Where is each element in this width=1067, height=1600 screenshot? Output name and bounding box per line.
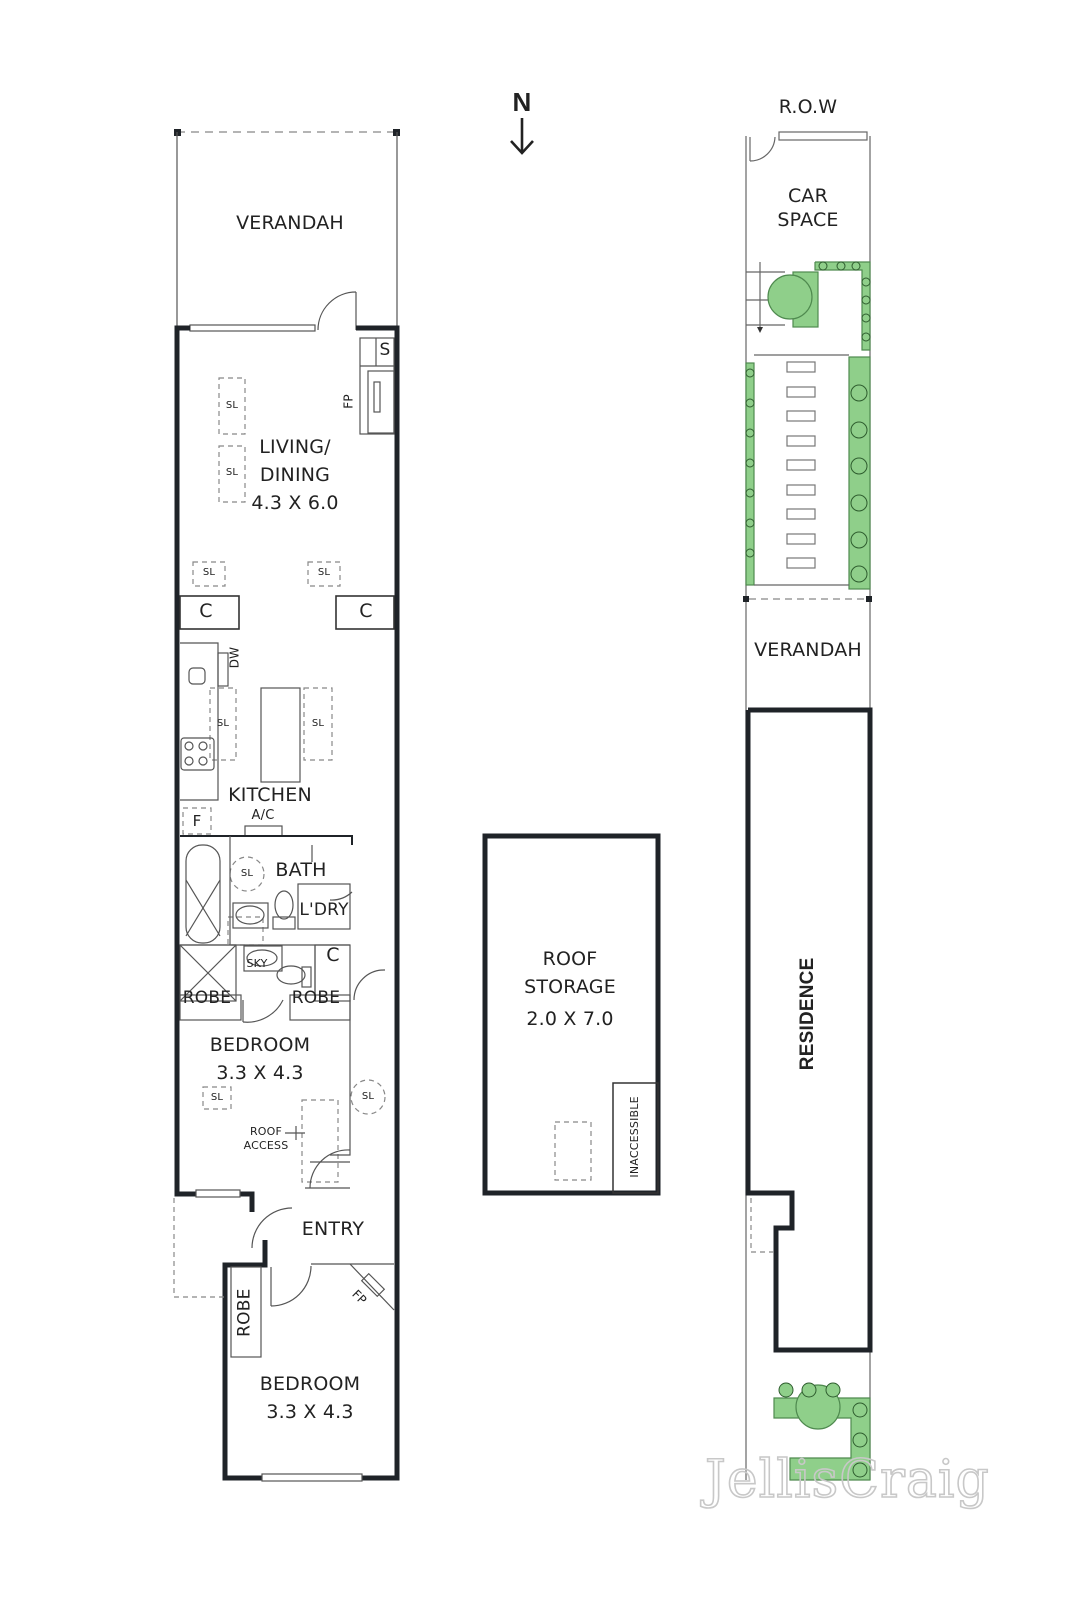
rear-bedroom-label: BEDROOM 3.3 X 4.3 [190,1034,330,1086]
north-arrow-icon [510,118,534,155]
car-space-line1: CAR [787,185,829,207]
roof-storage-name-1: ROOF [542,948,598,970]
rear-bedroom-dims: 3.3 X 4.3 [216,1061,304,1084]
air-conditioner-label: A/C [251,808,275,823]
brand-watermark: JellisCraig [704,1449,990,1511]
roof-access-line1: ROOF [249,1125,283,1138]
front-bedroom-dims: 3.3 X 4.3 [266,1400,354,1423]
robe-label: ROBE [234,1288,255,1337]
skylight-label: SL [202,567,216,578]
fireplace-label: FP [341,394,356,409]
living-room-name-2: DINING [259,463,331,486]
dishwasher-label: DW [227,646,242,669]
roof-storage-label: ROOF STORAGE 2.0 X 7.0 [500,948,640,1031]
skylight-label: SL [317,567,331,578]
residence-label: RESIDENCE [797,957,819,1071]
laundry-label: L'DRY [299,900,349,920]
store-label: S [379,340,391,360]
site-verandah-label: VERANDAH [754,639,862,661]
cupboard-label: C [359,600,373,622]
skylight-label: SL [311,718,325,729]
roof-storage-plan [482,833,661,1196]
front-verandah-label: VERANDAH [236,212,344,234]
roof-access-label: ROOF ACCESS [236,1125,296,1153]
site-plan [743,131,873,1481]
row-label: R.O.W [778,96,838,118]
roof-access-line2: ACCESS [243,1138,289,1152]
cupboard-label: C [199,600,213,622]
roof-storage-name-2: STORAGE [524,975,616,998]
cupboard-label: C [326,944,340,966]
front-bedroom-label: BEDROOM 3.3 X 4.3 [240,1373,380,1425]
compass-north-label: N [512,87,532,117]
rear-bedroom-name: BEDROOM [209,1034,311,1056]
fridge-label: F [192,812,202,830]
ground-floor-plan [174,129,400,332]
kitchen-label: KITCHEN [228,784,312,806]
living-room-name-1: LIVING/ [259,436,331,458]
bath-skylight-label: SL [240,868,254,879]
skylight-label: SL [216,718,230,729]
skylight-label: SL [361,1091,375,1102]
skylight-label: SL [210,1092,224,1103]
robe-label: ROBE [182,988,232,1008]
skylight-label: SL [225,467,239,478]
roof-storage-dims: 2.0 X 7.0 [526,1007,614,1030]
inaccessible-label: INACCESSIBLE [628,1096,642,1178]
car-space-line2: SPACE [777,208,839,231]
living-room-dims: 4.3 X 6.0 [251,491,339,514]
sky-label: SKY [246,957,268,970]
car-space-label: CAR SPACE [758,185,858,233]
entry-label: ENTRY [301,1218,365,1240]
bath-label: BATH [275,859,327,881]
exterior-walls [174,325,400,1481]
front-bedroom-name: BEDROOM [259,1373,361,1395]
skylight-label: SL [225,400,239,411]
living-room-label: LIVING/ DINING 4.3 X 6.0 [230,436,360,515]
robe-label: ROBE [291,988,341,1008]
